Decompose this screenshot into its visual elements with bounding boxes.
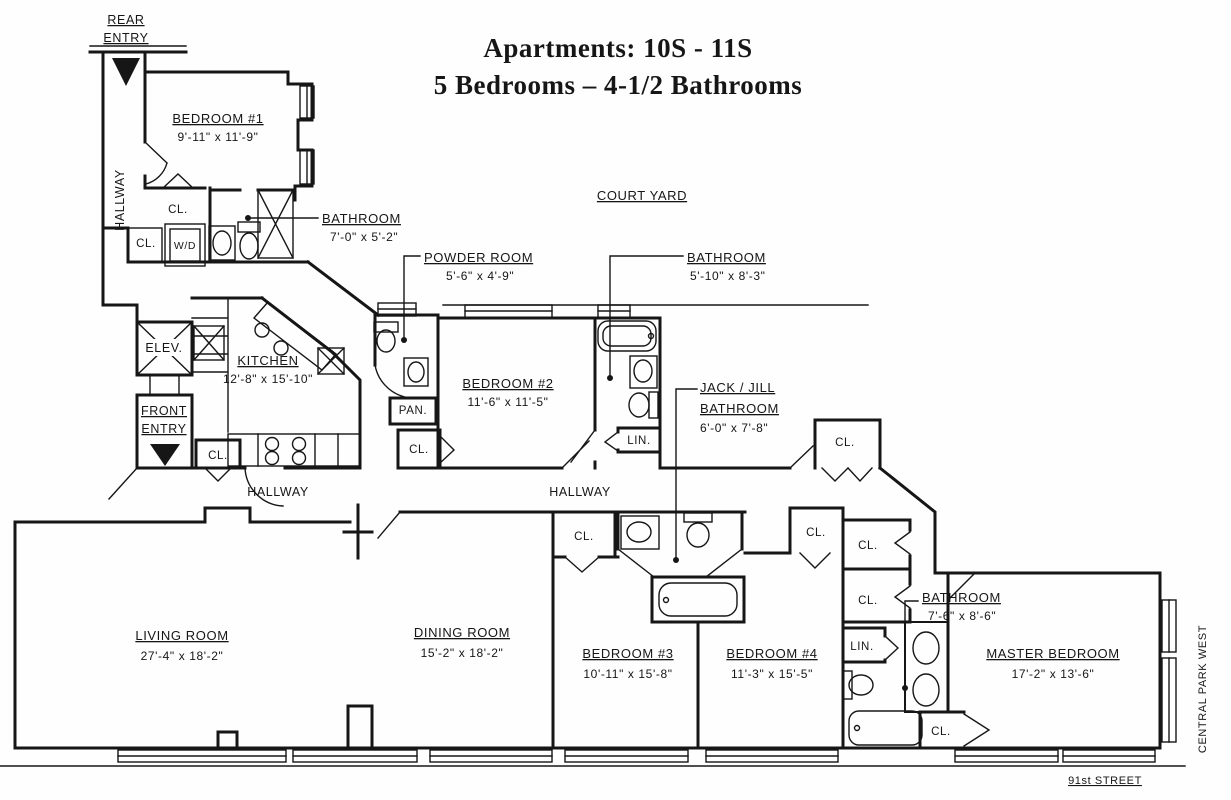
bedroom1-dims: 9'-11" x 11'-9" (177, 130, 258, 144)
leader-dots-and-arrows (112, 58, 908, 691)
column-closet2-label: CL. (858, 595, 878, 607)
rear-entry-label-line1: REAR (107, 13, 144, 27)
jack-jill-name-line1: JACK / JILL (700, 380, 775, 395)
living-room-name: LIVING ROOM (135, 628, 228, 643)
hall-closet-label: CL. (136, 238, 156, 250)
bedroom3-closet-label: CL. (574, 531, 594, 543)
bathroom1-name: BATHROOM (322, 211, 401, 226)
front-entry-label-line1: FRONT (141, 404, 187, 418)
upper-hallway-label: HALLWAY (113, 169, 127, 231)
washer-dryer-label: W/D (174, 240, 196, 252)
master-closet-label: CL. (931, 726, 951, 738)
plan-title-line1: Apartments: 10S - 11S (483, 33, 752, 63)
master-bathroom-dims: 7'-6" x 8'-6" (928, 609, 996, 623)
bedroom3-name: BEDROOM #3 (582, 646, 673, 661)
corridor-closet-label: CL. (835, 437, 855, 449)
bedroom2-dims: 11'-6" x 11'-5" (467, 395, 548, 409)
bathroom2-name: BATHROOM (687, 250, 766, 265)
jack-jill-dims: 6'-0" x 7'-8" (700, 421, 768, 435)
bedroom4-dims: 11'-3" x 15'-5" (731, 667, 813, 681)
labels: Apartments: 10S - 11S 5 Bedrooms – 4-1/2… (103, 13, 1209, 787)
bathroom2-dims: 5'-10" x 8'-3" (690, 269, 766, 283)
bedroom2-closet-label: CL. (409, 444, 429, 456)
hallway-right-label: HALLWAY (549, 485, 611, 499)
pantry-label: PAN. (399, 405, 427, 417)
bedroom3-dims: 10'-11" x 15'-8" (583, 667, 672, 681)
floor-plan-walls (13, 50, 1162, 750)
master-bathroom-name: BATHROOM (922, 590, 1001, 605)
powder-room-dims: 5'-6" x 4'-9" (446, 269, 514, 283)
powder-room-name: POWDER ROOM (424, 250, 533, 265)
plan-title-line2: 5 Bedrooms – 4-1/2 Bathrooms (434, 70, 803, 100)
street-label: 91st STREET (1068, 775, 1142, 787)
kitchen-name: KITCHEN (237, 353, 298, 368)
dining-room-name: DINING ROOM (414, 625, 510, 640)
rear-entry-arrow-icon (112, 58, 140, 86)
living-room-dims: 27'-4" x 18'-2" (141, 649, 224, 663)
court-yard-label: COURT YARD (597, 188, 687, 203)
hall-linen-label: LIN. (627, 435, 651, 447)
bedroom1-name: BEDROOM #1 (172, 111, 263, 126)
bedroom2-name: BEDROOM #2 (462, 376, 553, 391)
bedroom4-closet-label: CL. (806, 527, 826, 539)
bedroom4-name: BEDROOM #4 (726, 646, 817, 661)
kitchen-closet-label: CL. (208, 450, 228, 462)
hallway-left-label: HALLWAY (247, 485, 309, 499)
dining-room-dims: 15'-2" x 18'-2" (421, 646, 504, 660)
bedroom1-closet-label: CL. (168, 204, 188, 216)
rear-entry-label-line2: ENTRY (103, 31, 148, 45)
front-entry-arrow-icon (150, 444, 180, 466)
master-bedroom-dims: 17'-2" x 13'-6" (1012, 667, 1095, 681)
jack-jill-name-line2: BATHROOM (700, 401, 779, 416)
elevator-label: ELEV. (145, 341, 182, 355)
windows-and-fixtures (0, 45, 1186, 767)
column-closet1-label: CL. (858, 540, 878, 552)
column-linen-label: LIN. (850, 641, 874, 653)
front-entry-label-line2: ENTRY (141, 422, 186, 436)
master-bedroom-name: MASTER BEDROOM (986, 646, 1119, 661)
bathroom1-dims: 7'-0" x 5'-2" (330, 230, 398, 244)
central-park-west-label: CENTRAL PARK WEST (1197, 625, 1209, 753)
kitchen-dims: 12'-8" x 15'-10" (223, 372, 313, 386)
